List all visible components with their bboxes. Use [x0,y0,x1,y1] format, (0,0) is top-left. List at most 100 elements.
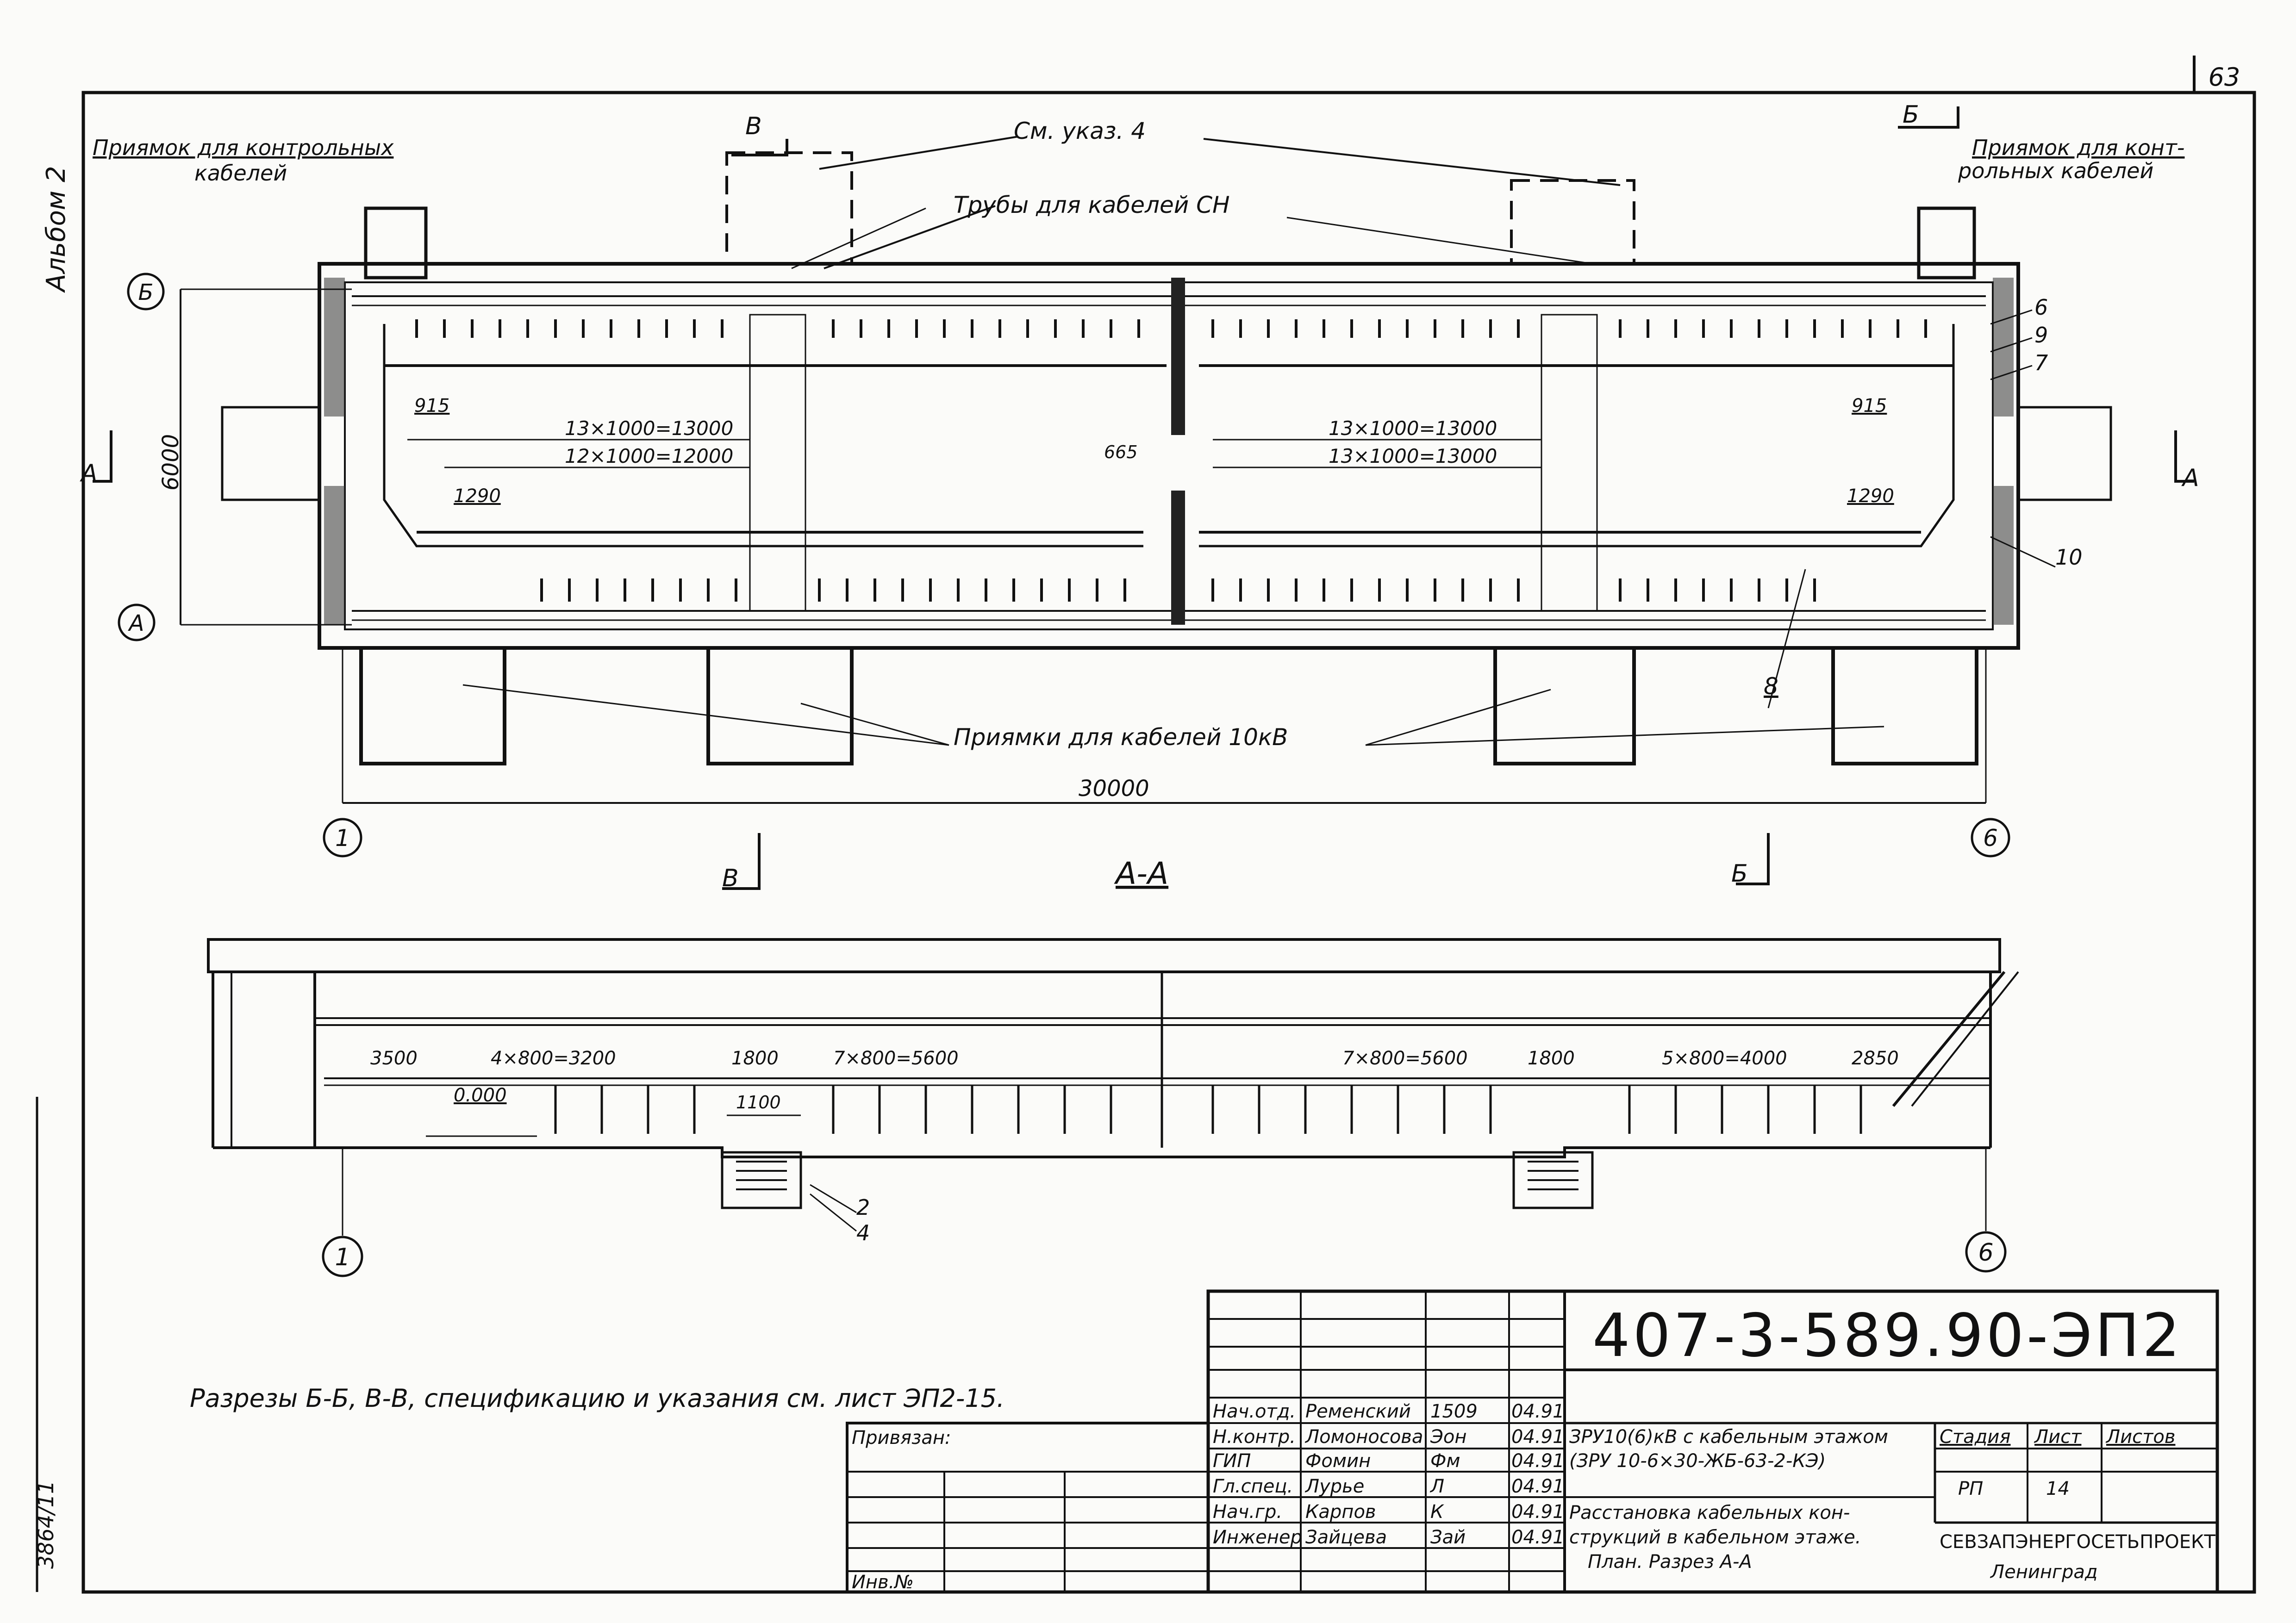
staff-date-6: 04.91 [1511,1527,1565,1548]
cable-pits-label: Приямки для кабелей 10кВ [954,724,1288,751]
staff-date-2: 04.91 [1511,1426,1565,1448]
dim-1290-left: 1290 [454,485,501,507]
section-dim-8: 2850 [1852,1048,1899,1069]
stage-label: Стадия [1940,1426,2010,1448]
control-pit-left [364,206,428,280]
section-dim-2: 4×800=3200 [491,1048,616,1069]
cable-pit-10kv-3 [1493,648,1636,765]
staff-role-6: Инженер [1213,1527,1302,1548]
staff-role-1: Нач.отд. [1213,1401,1296,1422]
plan-inner-wall [344,281,1994,630]
axis-1-label-plan: 1 [335,825,350,852]
control-pit-label-right-2: рольных кабелей [1958,158,2153,183]
callout-8: 8 [1764,673,1778,700]
control-pit-right [1917,206,1976,280]
axis-1-label-section: 1 [335,1244,350,1271]
staff-date-4: 04.91 [1511,1476,1565,1497]
title-block [846,1289,2219,1594]
staff-sign-1: 1509 [1430,1401,1478,1422]
dim-right-lower: 13×1000=13000 [1329,445,1497,467]
staff-sign-5: К [1430,1501,1444,1523]
privyazan-box [846,1422,1210,1593]
organization-name: СЕВЗАПЭНЕРГОСЕТЬПРОЕКТ [1940,1531,2215,1553]
callout-7: 7 [2034,350,2048,375]
staff-sign-4: Л [1429,1476,1444,1497]
axis-6-label-section: 6 [1978,1239,1993,1267]
callout-10: 10 [2055,545,2083,570]
section-dim-5: 7×800=5600 [1342,1048,1468,1069]
plan-hatch-right-bottom [1993,486,2014,625]
section-level: 0.000 [454,1085,507,1106]
staff-name-2: Ломоносова [1304,1426,1423,1448]
dashed-outline-left [725,151,853,265]
staff-sign-3: Фм [1430,1450,1460,1472]
section-mark-a-right: А [2181,464,2199,492]
axis-a-bubble [118,603,156,641]
axis-b-label: Б [138,280,154,305]
section-pit-width: 1100 [736,1092,781,1113]
staff-name-6: Зайцева [1305,1527,1387,1548]
staff-role-3: ГИП [1213,1450,1251,1472]
pipes-label: Трубы для кабелей СН [954,192,1230,218]
section-mark-b-bottom: Б [1731,860,1748,888]
staff-role-5: Нач.гр. [1213,1501,1282,1523]
plan-hatch-left-bottom [324,486,345,625]
page-number: 63 [2209,62,2240,92]
section-callout-4: 4 [856,1220,870,1245]
sheet-number: 14 [2046,1478,2070,1499]
sheet-title-1: Расстановка кабельных кон- [1569,1502,1850,1524]
staff-role-4: Гл.спец. [1213,1476,1293,1497]
dim-left-upper: 13×1000=13000 [565,417,733,440]
callout-9: 9 [2034,323,2048,348]
inv-no-label: Инв.№ [852,1572,914,1593]
dim-left-lower: 12×1000=12000 [565,445,733,467]
section-mark-v-top: В [745,112,762,140]
section-dim-4: 7×800=5600 [833,1048,959,1069]
sheet-label: Лист [2034,1426,2082,1448]
plan-divider-bottom [1171,491,1185,625]
axis-6-label-plan: 6 [1983,825,1998,852]
section-dim-6: 1800 [1528,1048,1575,1069]
axis-b-bubble [127,273,165,311]
axis-1-bubble-section [322,1236,363,1277]
staff-date-5: 04.91 [1511,1501,1565,1523]
staff-sign-6: Зай [1430,1527,1466,1548]
section-callout-2: 2 [856,1195,870,1220]
staff-date-3: 04.91 [1511,1450,1565,1472]
sheet-title-2: струкций в кабельном этаже. [1569,1527,1861,1548]
side-album-label: Альбом 2 [41,166,71,293]
control-pit-label-right-1: Приямок для конт- [1972,135,2185,160]
side-inventory-label: 3864/11 [33,1480,58,1569]
sheet-note: Разрезы Б-Б, В-В, спецификацию и указани… [190,1384,1004,1413]
section-view [207,938,2019,1277]
staff-name-4: Лурье [1304,1476,1364,1497]
axis-1-bubble-plan [323,818,362,858]
cable-pit-10kv-1 [359,648,506,765]
privyazan-label: Привязан: [852,1427,951,1449]
dim-1290-right: 1290 [1847,485,1894,507]
section-title: А-А [1114,856,1168,891]
object-title-2: (ЗРУ 10-6×30-ЖБ-63-2-КЭ) [1569,1450,1826,1472]
plan-view [93,106,2194,890]
dim-665: 665 [1104,442,1138,462]
axis-6-bubble-section [1965,1231,2007,1273]
section-mark-b-top: Б [1903,101,1919,129]
staff-name-3: Фомин [1305,1450,1371,1472]
dim-915-right: 915 [1852,395,1887,417]
section-slab [207,938,2001,973]
cable-pit-10kv-4 [1831,648,1978,765]
support-ticks-bottom [540,578,1816,602]
control-pit-label-left-1: Приямок для контрольных [93,135,394,160]
section-floor [213,1146,1990,1158]
section-mark-a-left: А [80,460,98,487]
staff-name-1: Ременский [1305,1401,1411,1422]
section-pit-left [721,1151,802,1209]
sheets-label: Листов [2105,1426,2175,1448]
section-dim-1: 3500 [370,1048,418,1069]
plan-stub-right [2017,406,2112,501]
organization-city: Ленинград [1990,1561,2098,1583]
dim-30000: 30000 [1079,776,1149,802]
plan-divider-top [1171,278,1185,435]
